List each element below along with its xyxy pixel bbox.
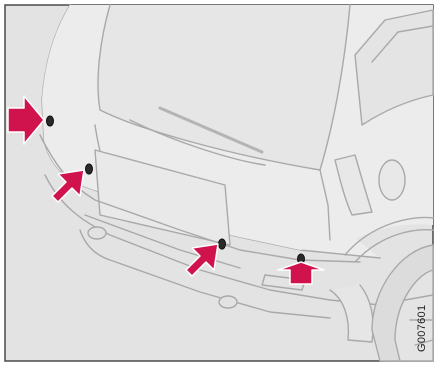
figure-code: G007601 — [416, 305, 428, 352]
exhaust-right — [219, 296, 237, 308]
sensor-rear-left-corner — [47, 116, 54, 126]
exhaust-left — [88, 227, 106, 239]
fuel-cap — [379, 160, 405, 200]
sensor-rear-left-inner — [86, 164, 93, 174]
sensor-rear-right-inner — [219, 239, 226, 249]
